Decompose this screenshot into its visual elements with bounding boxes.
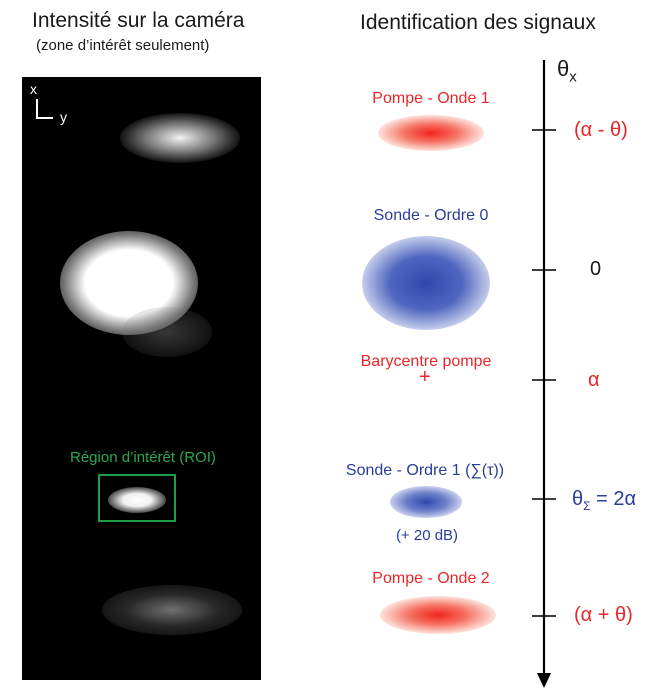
tick-label-alpha-plus-theta: (α + θ) bbox=[574, 604, 633, 626]
theta-axis bbox=[532, 60, 556, 688]
tick-label-alpha-minus-theta: (α - θ) bbox=[574, 119, 628, 141]
theta-sigma-subscript: Σ bbox=[583, 499, 591, 513]
camera-axis-x-line bbox=[36, 99, 38, 118]
camera-axis-y-line bbox=[36, 117, 53, 119]
signal-label-pump-barycenter: Barycentre pompe bbox=[360, 353, 492, 370]
axis-symbol: θ bbox=[557, 56, 570, 81]
signal-spot-probe-order-0 bbox=[362, 236, 490, 330]
tick-label-theta-sigma: θΣ = 2α bbox=[572, 488, 636, 513]
axis-subscript: x bbox=[569, 68, 577, 86]
camera-panel-subtitle: (zone d’intérêt seulement) bbox=[36, 37, 210, 54]
theta-sigma-rest: = 2α bbox=[590, 488, 637, 510]
signal-spot-pump-wave-2 bbox=[380, 596, 496, 634]
roi-label: Région d’intérêt (ROI) bbox=[70, 449, 216, 466]
signal-label-probe-order-0: Sonde - Ordre 0 bbox=[373, 207, 489, 224]
signal-label-pump-wave-2: Pompe - Onde 2 bbox=[372, 570, 490, 587]
roi-box bbox=[98, 474, 176, 522]
camera-pump-wave-1-spot bbox=[120, 113, 240, 163]
tick-label-zero: 0 bbox=[590, 258, 602, 280]
signal-gain-note: (+ 20 dB) bbox=[395, 527, 459, 544]
camera-intensity-image: x y Région d’intérêt (ROI) bbox=[22, 77, 261, 680]
signal-spot-probe-order-1 bbox=[390, 486, 462, 518]
camera-axis-x-label: x bbox=[30, 81, 37, 97]
camera-probe-order-1-spot bbox=[108, 487, 166, 513]
camera-panel-title: Intensité sur la caméra bbox=[32, 9, 245, 32]
signal-spot-pump-wave-1 bbox=[378, 115, 484, 151]
camera-axis-y-label: y bbox=[60, 109, 67, 125]
camera-pump-wave-2-spot bbox=[102, 585, 242, 635]
signals-panel-title: Identification des signaux bbox=[360, 11, 596, 34]
tick-label-alpha: α bbox=[588, 369, 600, 391]
theta-sigma-symbol: θ bbox=[572, 488, 584, 510]
axis-theta-x-label: θx bbox=[557, 56, 577, 85]
theta-axis-arrowhead bbox=[537, 673, 551, 688]
camera-scatter-glow bbox=[122, 307, 212, 357]
signal-label-probe-order-1: Sonde - Ordre 1 (∑(τ)) bbox=[345, 462, 505, 479]
signal-label-pump-wave-1: Pompe - Onde 1 bbox=[372, 90, 490, 107]
pump-barycenter-marker: + bbox=[419, 366, 431, 388]
